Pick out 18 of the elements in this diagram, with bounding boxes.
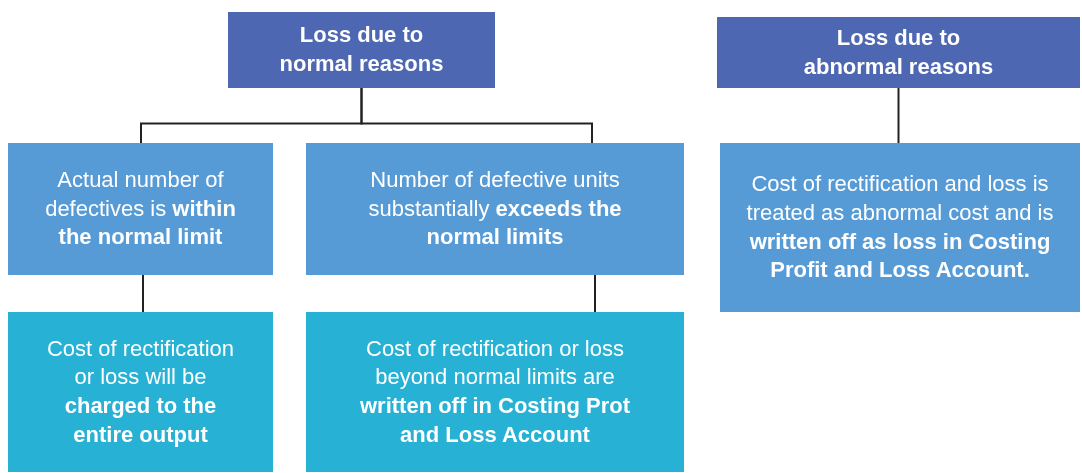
box-text: Number of defective units substantially exceeds the normal limits	[367, 166, 623, 252]
condition-box	[8, 143, 273, 275]
condition-box	[720, 143, 1080, 312]
condition-box	[306, 143, 684, 275]
box-text: Loss due to abnormal reasons	[802, 23, 995, 81]
connector-line	[594, 274, 596, 313]
outcome-box	[306, 312, 684, 472]
box-text: Cost of rectification or loss will be charged to the entire output	[45, 334, 236, 449]
box-text: Cost of rectification and loss is treated as abnormal cost and is written off as loss in Costing Profit and Loss Account.	[745, 170, 1055, 285]
connector-line	[897, 87, 900, 144]
connector-line	[360, 87, 593, 144]
box-text: Loss due to normal reasons	[278, 21, 445, 78]
connector-line	[142, 274, 144, 313]
outcome-box	[8, 312, 273, 472]
heading-box	[717, 17, 1080, 88]
box-text: Cost of rectification or loss beyond normal limits are written off in Costing Prot and Loss Account	[358, 334, 632, 449]
box-text: Actual number of defectives is within the normal limit	[44, 166, 237, 252]
heading-box	[228, 12, 495, 88]
